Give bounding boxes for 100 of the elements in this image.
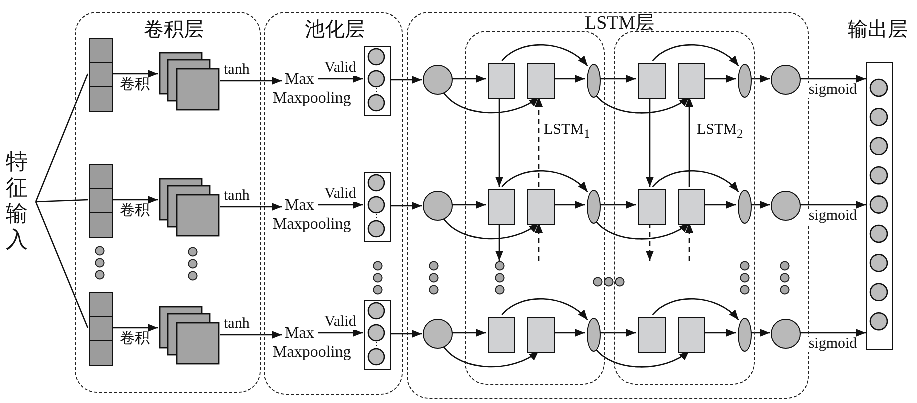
arrow [443,92,540,114]
arrow [220,331,282,339]
neuron-circle [423,191,453,221]
arrow [703,329,736,337]
pooling-label: Max [285,326,314,342]
arrow [652,44,740,67]
lstm-cell [678,189,705,225]
arrow [452,329,486,337]
arrow [686,223,694,261]
layer-frame [465,31,605,385]
arrow [112,70,158,78]
layer-title: 输出层 [848,20,908,40]
arrow [535,97,543,187]
arrow [800,201,866,209]
connector-line [36,199,88,203]
arrow [553,201,585,209]
layer-title: LSTM$_{2}$ [697,123,744,140]
neuron-circle [423,65,453,95]
layer-frame [614,31,755,385]
arrow [652,298,740,321]
arrow [703,201,736,209]
arrow [496,97,504,187]
feature-map-stack [159,306,221,366]
arrow [318,75,363,83]
layer-title: LSTM层 [585,14,655,33]
merge-node [587,318,601,352]
arrow [220,77,282,85]
arrow [443,218,540,240]
arrow [318,329,363,337]
neuron-circle [771,191,801,221]
input-vector [89,164,113,238]
arrow [390,330,422,338]
edge-label: Valid [324,315,358,330]
arrow [112,196,158,204]
edge-label: 卷积 [119,204,151,219]
arrow [599,201,636,209]
edge-label: Valid [324,187,358,202]
edge-label: 卷积 [119,78,151,93]
arrow [390,202,422,210]
input-vector [89,292,113,366]
lstm-cell [678,317,705,353]
arrow [452,201,486,209]
lstm-cell [488,189,515,225]
merge-node [587,64,601,98]
lstm-cell [488,63,515,99]
edge-label: 卷积 [119,332,151,347]
arrow [502,170,588,193]
pooling-caption: Maxpooling [273,217,352,233]
arrow [646,223,654,261]
arrow [112,324,158,332]
connector-line [35,74,89,202]
connector-line [35,202,89,328]
lstm-cell [638,317,666,353]
merge-node [738,318,752,352]
input-label: 特征输入 [6,150,34,254]
edge-label: sigmoid [808,83,858,98]
pooling-label: Max [285,198,314,214]
arrow [599,329,636,337]
pooling-vector [364,300,391,370]
pooling-label: Max [285,72,314,88]
arrow [496,223,504,261]
arrow [646,97,654,187]
pooling-caption: Maxpooling [273,345,352,361]
arrow [553,329,585,337]
input-vector [89,38,113,112]
lstm-cell [527,317,555,353]
lstm-cell [527,63,555,99]
arrow [686,97,694,187]
arrow [800,329,866,337]
arrow [800,75,866,83]
arrow [750,201,770,209]
lstm-cell [638,189,666,225]
layer-title: 池化层 [305,20,365,40]
lstm-cell [488,317,515,353]
pooling-vector [364,46,391,116]
feature-map-stack [159,178,221,238]
lstm-cell [638,63,666,99]
arrow [452,75,486,83]
layer-frame [407,12,809,399]
edge-label: sigmoid [808,209,858,224]
arrow [750,75,770,83]
arrow [220,203,282,211]
arrow [318,201,363,209]
arrow [502,44,588,67]
arrow [443,346,540,368]
edge-label: sigmoid [808,337,858,352]
edge-label: Valid [324,61,358,76]
pooling-caption: Maxpooling [273,91,352,107]
layer-title: 卷积层 [144,20,204,40]
merge-node [587,190,601,224]
arrow [502,298,588,321]
arrow [390,76,422,84]
neuron-circle [423,319,453,349]
merge-node [738,190,752,224]
arrow [535,223,543,261]
neuron-circle [771,319,801,349]
arrow [553,75,585,83]
arrow [703,75,736,83]
arrow [750,329,770,337]
layer-title: LSTM$_{1}$ [544,123,590,140]
